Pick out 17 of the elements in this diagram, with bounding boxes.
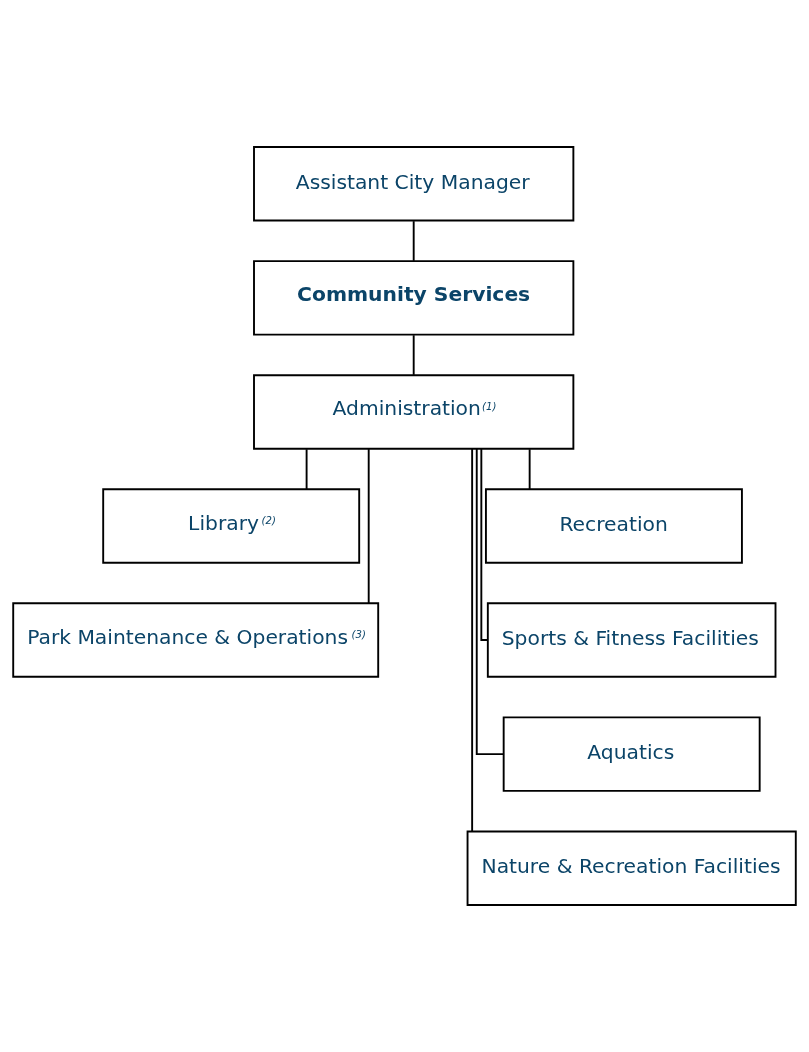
node-box: Administration$^{(1)}$ — [253, 374, 575, 450]
node-box: Library$^{(2)}$ — [102, 488, 361, 564]
connector — [480, 448, 489, 641]
connector — [475, 447, 505, 756]
node-box: Nature & Recreation Facilities — [466, 830, 797, 906]
connector — [305, 448, 308, 490]
node-box: Aquatics — [502, 716, 761, 792]
node-box: Park Maintenance & Operations$^{(3)}$ — [12, 602, 380, 678]
node-box: Community Services — [253, 260, 575, 336]
connector — [471, 447, 474, 833]
node-box: Assistant City Manager — [253, 146, 575, 222]
node-box: Sports & Fitness Facilities — [486, 602, 777, 678]
connector — [528, 448, 531, 490]
connector — [367, 448, 370, 605]
connector — [412, 220, 415, 262]
node-box: Recreation — [485, 488, 743, 564]
connector — [412, 334, 415, 376]
